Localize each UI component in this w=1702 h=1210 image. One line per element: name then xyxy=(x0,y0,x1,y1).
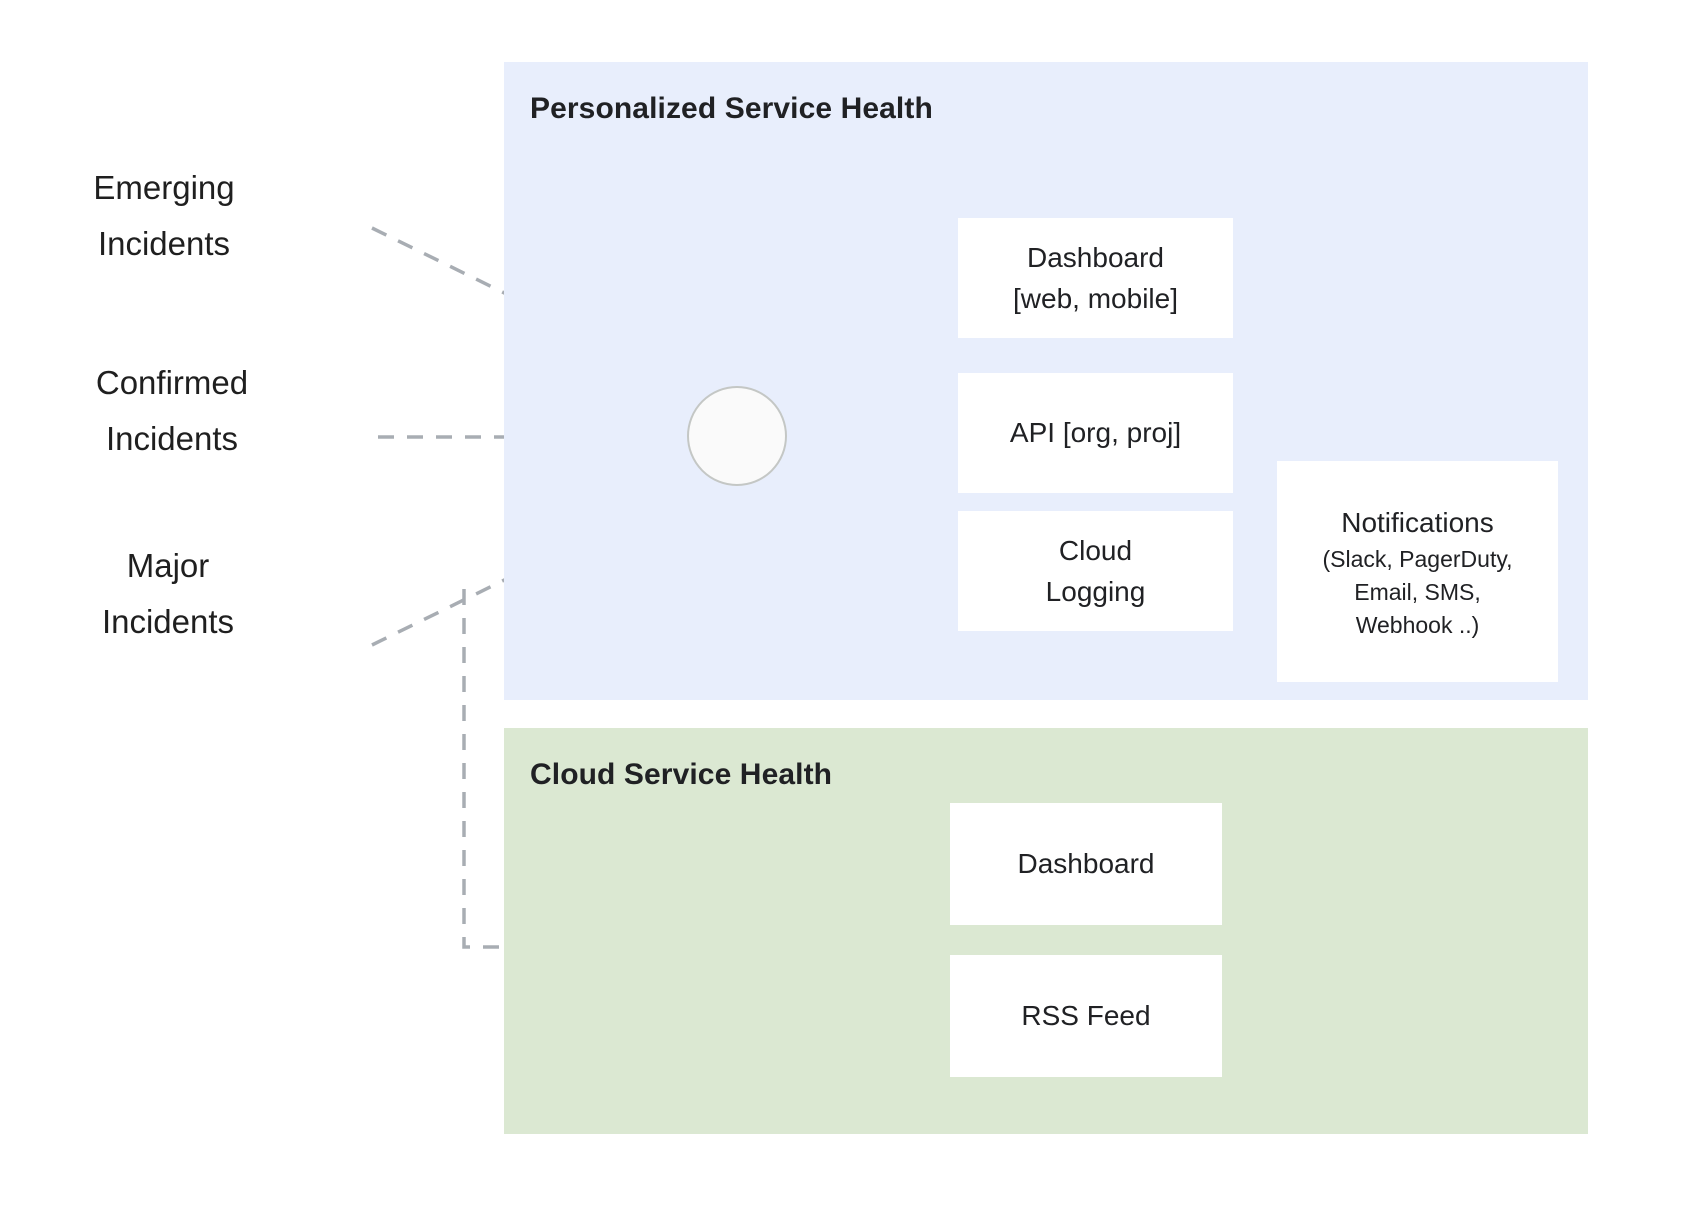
node-rss-feed[interactable]: RSS Feed xyxy=(950,955,1222,1077)
node-notifications[interactable]: Notifications (Slack, PagerDuty, Email, … xyxy=(1277,461,1558,682)
node-label-line-2: [web, mobile] xyxy=(1013,283,1178,314)
node-label-line-1: RSS Feed xyxy=(1021,1000,1151,1032)
node-label-line-1: Dashboard xyxy=(1017,848,1155,880)
node-api-org-proj[interactable]: API [org, proj] xyxy=(958,373,1233,493)
node-label-sub-3: Webhook ..) xyxy=(1355,611,1480,638)
node-label-line-1: Notifications xyxy=(1341,506,1494,538)
source-label-major-incidents: Major Incidents xyxy=(18,538,318,650)
node-label-line-1: Cloud xyxy=(1058,534,1133,566)
node-cloud-logging[interactable]: Cloud Logging xyxy=(958,511,1233,631)
node-label-line-1: Dashboard xyxy=(1027,241,1164,273)
source-label-line-1: Emerging xyxy=(93,169,235,206)
node-dashboard-web-mobile[interactable]: Dashboard [web, mobile] xyxy=(958,218,1233,338)
source-label-line-1: Confirmed xyxy=(95,364,249,401)
source-label-line-2: Incidents xyxy=(97,225,231,263)
panel-title-cloud-service-health: Cloud Service Health xyxy=(530,758,833,791)
panel-title-personalized-service-health: Personalized Service Health xyxy=(530,92,933,125)
source-label-confirmed-incidents: Confirmed Incidents xyxy=(22,355,322,467)
source-label-line-2: Incidents xyxy=(105,420,239,458)
node-label-sub-2: Email, SMS, xyxy=(1354,578,1481,605)
aggregation-hub-node xyxy=(687,386,787,486)
node-label-line-1: API [org, proj] xyxy=(1009,417,1182,449)
node-label-sub-1: (Slack, PagerDuty, xyxy=(1322,546,1513,573)
source-label-emerging-incidents: Emerging Incidents xyxy=(14,160,314,272)
node-dashboard[interactable]: Dashboard xyxy=(950,803,1222,925)
source-label-line-1: Major xyxy=(126,547,210,584)
source-label-line-2: Incidents xyxy=(101,603,235,641)
node-label-line-2: Logging xyxy=(1045,576,1146,607)
